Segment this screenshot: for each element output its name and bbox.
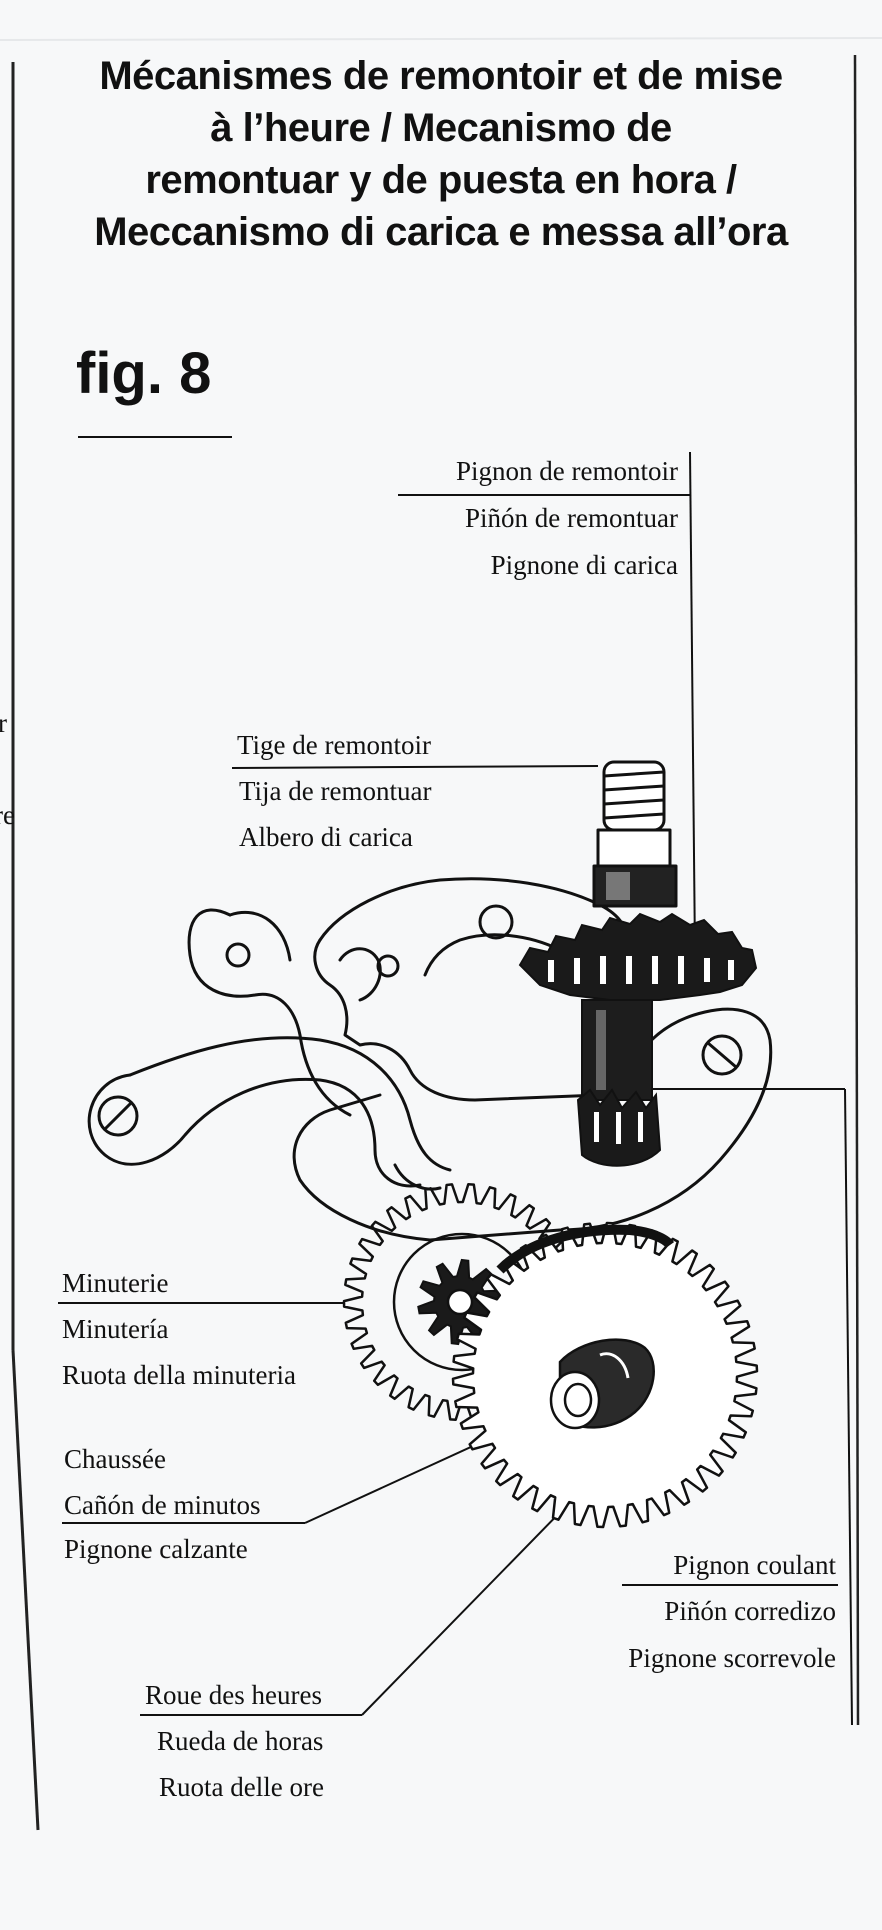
yoke-hook xyxy=(338,947,382,1002)
bridge-screw xyxy=(701,1034,743,1076)
hour-wheel-dark-arc xyxy=(496,1224,675,1274)
yoke-pin xyxy=(478,904,514,940)
label-cannon-pinion-fr: Chaussée xyxy=(64,1444,166,1474)
label-minute-wheel-fr: Minuterie xyxy=(62,1268,169,1298)
sliding-pinion-leader xyxy=(844,1088,853,1726)
setting-lever-hole xyxy=(225,942,251,968)
title-line: Meccanismo di carica e messa all’ora xyxy=(94,210,788,254)
spring-arm-screw xyxy=(97,1095,139,1137)
label-winding-stem-it: Albero di carica xyxy=(239,822,413,852)
winding-pinion-gear xyxy=(518,912,758,1001)
spring-arm xyxy=(87,1073,422,1188)
stem-collar xyxy=(596,828,672,868)
page-title: Mécanismes de remontoir et de mise à l’h… xyxy=(0,50,882,258)
yoke xyxy=(318,877,628,977)
yoke-stud xyxy=(376,954,400,978)
spring-arm-screw-slot xyxy=(104,1102,132,1130)
hour-wheel-leader xyxy=(361,1499,573,1716)
yoke-lower xyxy=(313,938,602,1102)
setting-lever xyxy=(187,908,352,1117)
label-hour-wheel-it: Ruota delle ore xyxy=(159,1772,324,1802)
lever-end xyxy=(393,1163,442,1191)
label-hour-wheel-es: Rueda de horas xyxy=(157,1726,324,1756)
label-hour-wheel-fr: Roue des heures xyxy=(145,1680,322,1710)
label-minute-wheel-es: Minutería xyxy=(62,1314,169,1344)
label-minute-wheel-it: Ruota della minuteria xyxy=(62,1360,296,1390)
label-cannon-pinion-es: Cañón de minutos xyxy=(64,1490,261,1520)
figure-label: fig. 8 xyxy=(76,341,212,406)
label-sliding-pinion-es: Piñón corredizo xyxy=(664,1596,836,1626)
label-winding-stem-es: Tija de remontuar xyxy=(239,776,432,806)
title-line: Mécanismes de remontoir et de mise xyxy=(99,54,783,98)
right-border-line xyxy=(853,54,860,1726)
label-winding-pinion-es: Piñón de remontuar xyxy=(465,503,678,533)
label-cannon-pinion-it: Pignone calzante xyxy=(64,1534,248,1564)
main-bridge-plate xyxy=(298,1007,773,1242)
spring-arm-edge xyxy=(128,1036,452,1172)
label-sliding-pinion-it: Pignone scorrevole xyxy=(628,1643,836,1673)
bridge-screw-slot xyxy=(706,1041,738,1069)
label-winding-stem-fr: Tige de remontoir xyxy=(237,730,431,760)
label-winding-pinion-fr: Pignon de remontoir xyxy=(456,456,678,486)
label-sliding-pinion-fr: Pignon coulant xyxy=(673,1550,836,1580)
title-line: à l’heure / Mecanismo de xyxy=(210,106,672,150)
title-line: remontuar y de puesta en hora / xyxy=(145,158,737,202)
winding-stem-underline xyxy=(231,765,599,769)
top-scan-edge xyxy=(0,37,882,41)
cannon-pinion xyxy=(549,1338,655,1430)
setting-lever-edge xyxy=(228,910,292,962)
winding-pinion-leader xyxy=(689,451,696,956)
margin-fragment: r xyxy=(0,708,7,738)
label-winding-pinion-it: Pignone di carica xyxy=(490,550,678,580)
left-border-line-lower xyxy=(11,1349,40,1831)
sliding-pinion-body xyxy=(576,999,662,1167)
margin-fragment: re xyxy=(0,800,15,830)
main-bridge-plate-left xyxy=(292,1093,382,1182)
